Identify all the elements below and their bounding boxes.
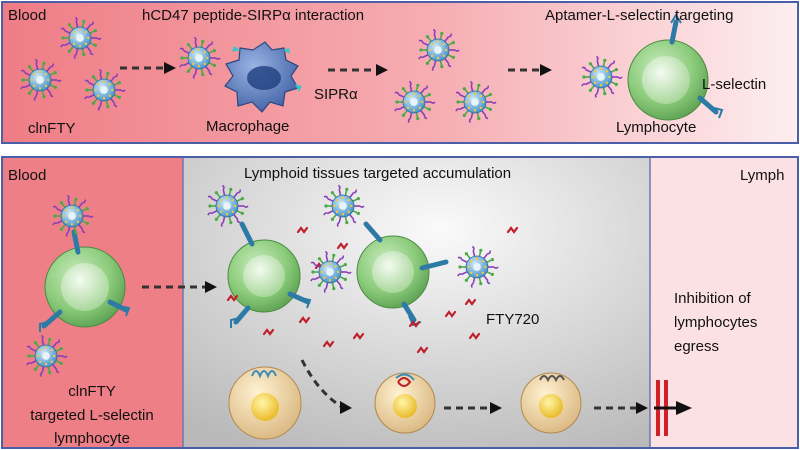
clnfty-particle [60, 16, 102, 60]
caption-lymphocyte: lymphocyte [54, 430, 130, 447]
clnfty-particle [323, 184, 365, 228]
lymphocyte-tissue-2 [356, 235, 430, 309]
label-inhibition-3: egress [674, 338, 719, 355]
label-fty720: FTY720 [486, 311, 539, 328]
macrophage [224, 41, 302, 113]
lymphocyte-egress-row [228, 366, 582, 440]
caption-targeted: targeted L-selectin [30, 407, 153, 424]
caption-clnfty: clnFTY [68, 383, 116, 400]
clnfty-particle [394, 80, 436, 124]
clnfty-particle [418, 28, 460, 72]
l-selectin-receptors [41, 19, 719, 329]
lymphocyte-tissue-1 [227, 239, 301, 313]
clnfty-particle [52, 194, 94, 238]
clnfty-particle [26, 334, 68, 378]
clnfty-particle [455, 80, 497, 124]
clnfty-particle [457, 245, 499, 289]
fty720-molecules [226, 226, 519, 354]
clnfty-nanoparticles [20, 16, 623, 378]
label-blood-top: Blood [8, 7, 46, 24]
flow-arrows [120, 62, 692, 415]
clnfty-particle [84, 68, 126, 112]
label-hcd47-interaction: hCD47 peptide-SIRPα interaction [142, 7, 364, 24]
bottom-panel [1, 156, 799, 449]
lymphocyte-top [627, 39, 709, 121]
label-clnfty: clnFTY [28, 120, 76, 137]
clnfty-particle [179, 36, 221, 80]
label-blood-bottom: Blood [8, 167, 46, 184]
clnfty-particle [20, 58, 62, 102]
label-lymphocyte: Lymphocyte [616, 119, 696, 136]
label-macrophage: Macrophage [206, 118, 289, 135]
label-inhibition-2: lymphocytes [674, 314, 757, 331]
label-lymphoid-accumulation: Lymphoid tissues targeted accumulation [244, 165, 511, 182]
lymphocyte-blood [44, 246, 126, 328]
label-sirpa: SIPRα [314, 86, 358, 103]
clnfty-particle [310, 250, 352, 294]
label-inhibition-1: Inhibition of [674, 290, 752, 307]
label-lymph: Lymph [740, 167, 784, 184]
lymph-region [650, 157, 798, 448]
clnfty-particle [581, 55, 623, 99]
label-l-selectin: L-selectin [702, 76, 766, 93]
label-aptamer-targeting: Aptamer-L-selectin targeting [545, 7, 733, 24]
clnfty-particle [207, 184, 249, 228]
